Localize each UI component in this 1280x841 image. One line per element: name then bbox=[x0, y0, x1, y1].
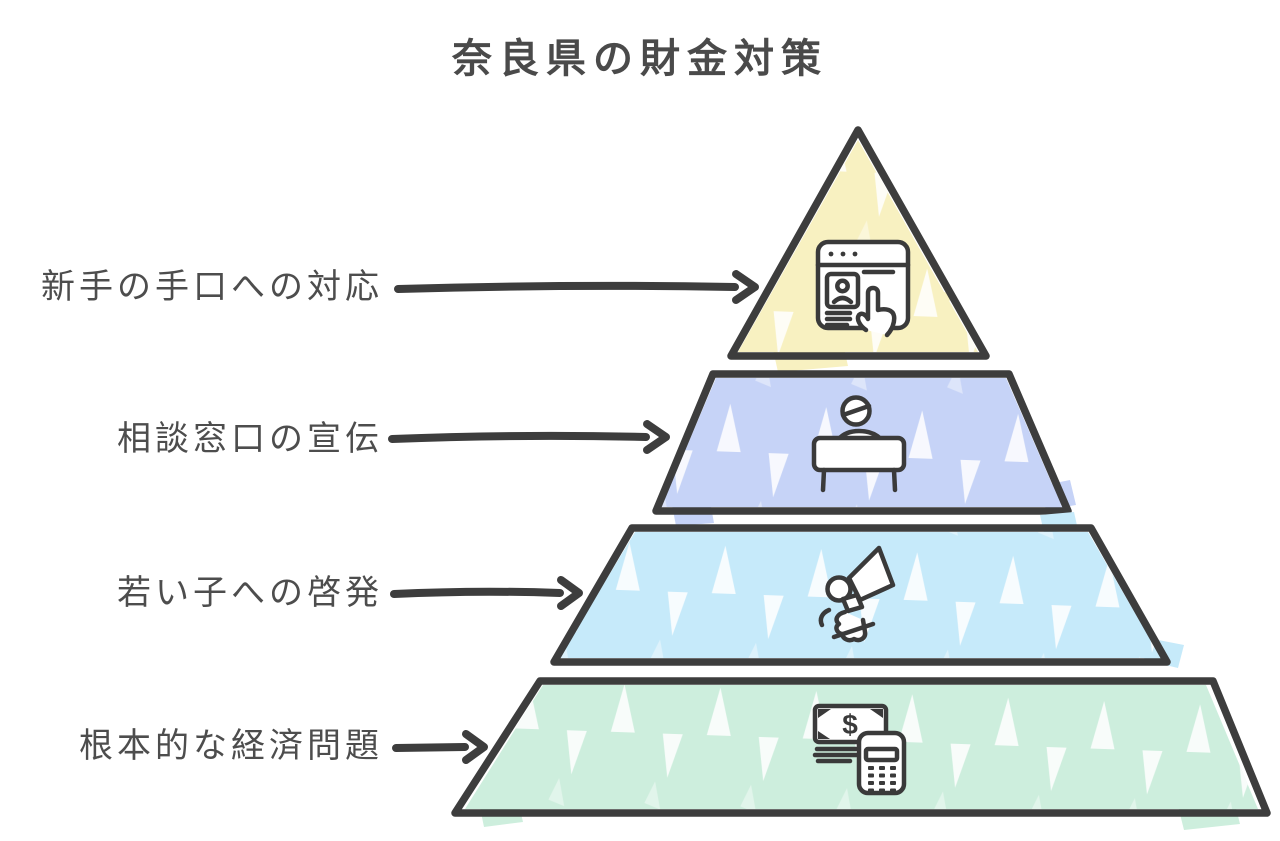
money-calculator-icon: $ bbox=[812, 703, 907, 796]
tier-2-outline bbox=[652, 370, 1072, 515]
tier-1-outline bbox=[727, 126, 990, 360]
tier-3-label: 若い子への啓発 bbox=[117, 574, 383, 612]
pyramid-tier-1 bbox=[727, 126, 990, 372]
arrow-tier-4 bbox=[392, 730, 488, 764]
pyramid-tier-3 bbox=[550, 512, 1184, 668]
arrow-tier-3 bbox=[390, 576, 583, 610]
consultation-desk-icon bbox=[811, 395, 907, 493]
megaphone-icon bbox=[818, 545, 896, 643]
calculator-buttons bbox=[868, 766, 896, 793]
tier-2-label: 相談窓口の宣伝 bbox=[117, 420, 383, 458]
diagram-title: 奈良県の財金対策 bbox=[452, 37, 828, 81]
arrow-tier-1 bbox=[394, 270, 759, 304]
tier-4-label: 根本的な経済問題 bbox=[79, 727, 383, 765]
tier-4-outline bbox=[451, 677, 1271, 817]
pyramid-tier-4: $ bbox=[451, 677, 1271, 830]
pyramid-tier-2 bbox=[652, 370, 1076, 526]
tier-3-outline bbox=[550, 524, 1171, 666]
arrow-tier-2 bbox=[388, 420, 670, 454]
tier-1-label: 新手の手口への対応 bbox=[41, 268, 383, 306]
browser-id-verification-icon bbox=[815, 239, 911, 338]
dollar-sign: $ bbox=[842, 709, 858, 740]
